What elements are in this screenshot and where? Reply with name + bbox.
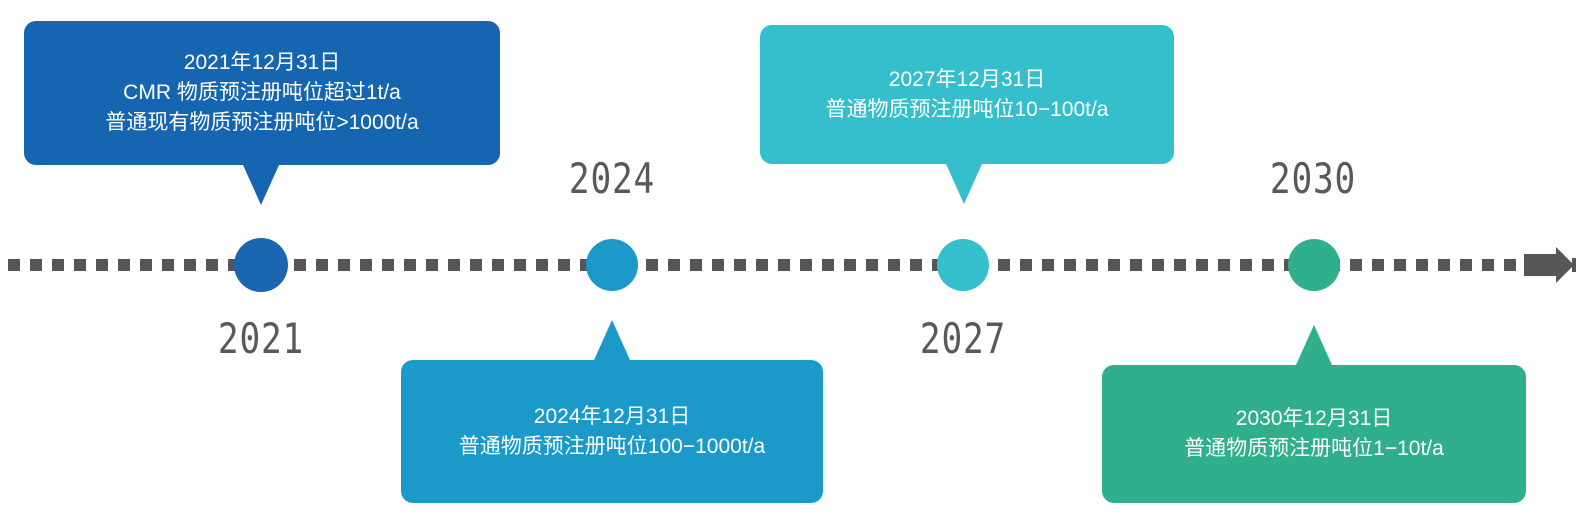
year-label-2021: 2021 bbox=[217, 314, 305, 363]
year-label-2030: 2030 bbox=[1269, 154, 1357, 203]
timeline-dot-2024[interactable] bbox=[586, 239, 638, 291]
callout-tail-2030 bbox=[1296, 325, 1332, 365]
callout-line: 普通物质预注册吨位10−100t/a bbox=[825, 97, 1109, 121]
callout-box-2024: 2024年12月31日 普通物质预注册吨位100−1000t/a bbox=[401, 360, 823, 503]
year-label-2024: 2024 bbox=[568, 154, 656, 203]
year-label-2027: 2027 bbox=[919, 314, 1007, 363]
callout-box-2030: 2030年12月31日 普通物质预注册吨位1−10t/a bbox=[1102, 365, 1526, 503]
timeline-dot-2027[interactable] bbox=[937, 239, 989, 291]
timeline-dot-2021[interactable] bbox=[234, 238, 288, 292]
callout-box-2027: 2027年12月31日 普通物质预注册吨位10−100t/a bbox=[760, 25, 1174, 164]
timeline-dot-2030[interactable] bbox=[1288, 239, 1340, 291]
callout-line: 普通现有物质预注册吨位>1000t/a bbox=[105, 111, 419, 134]
callout-line: 2024年12月31日 bbox=[533, 404, 691, 428]
callout-line: 普通物质预注册吨位100−1000t/a bbox=[458, 434, 766, 458]
callout-tail-2027 bbox=[946, 164, 982, 204]
callout-line: 普通物质预注册吨位1−10t/a bbox=[1184, 437, 1444, 460]
callout-box-2021: 2021年12月31日 CMR 物质预注册吨位超过1t/a 普通现有物质预注册吨… bbox=[24, 21, 500, 165]
callout-tail-2024 bbox=[594, 320, 630, 360]
callout-line: 2027年12月31日 bbox=[888, 67, 1046, 91]
arrow-right-icon bbox=[1524, 247, 1576, 283]
callout-line: 2030年12月31日 bbox=[1235, 407, 1393, 430]
callout-line: CMR 物质预注册吨位超过1t/a bbox=[123, 81, 401, 104]
timeline-axis-dashed-line bbox=[8, 259, 1528, 271]
callout-line: 2021年12月31日 bbox=[183, 51, 341, 74]
callout-tail-2021 bbox=[243, 165, 279, 205]
